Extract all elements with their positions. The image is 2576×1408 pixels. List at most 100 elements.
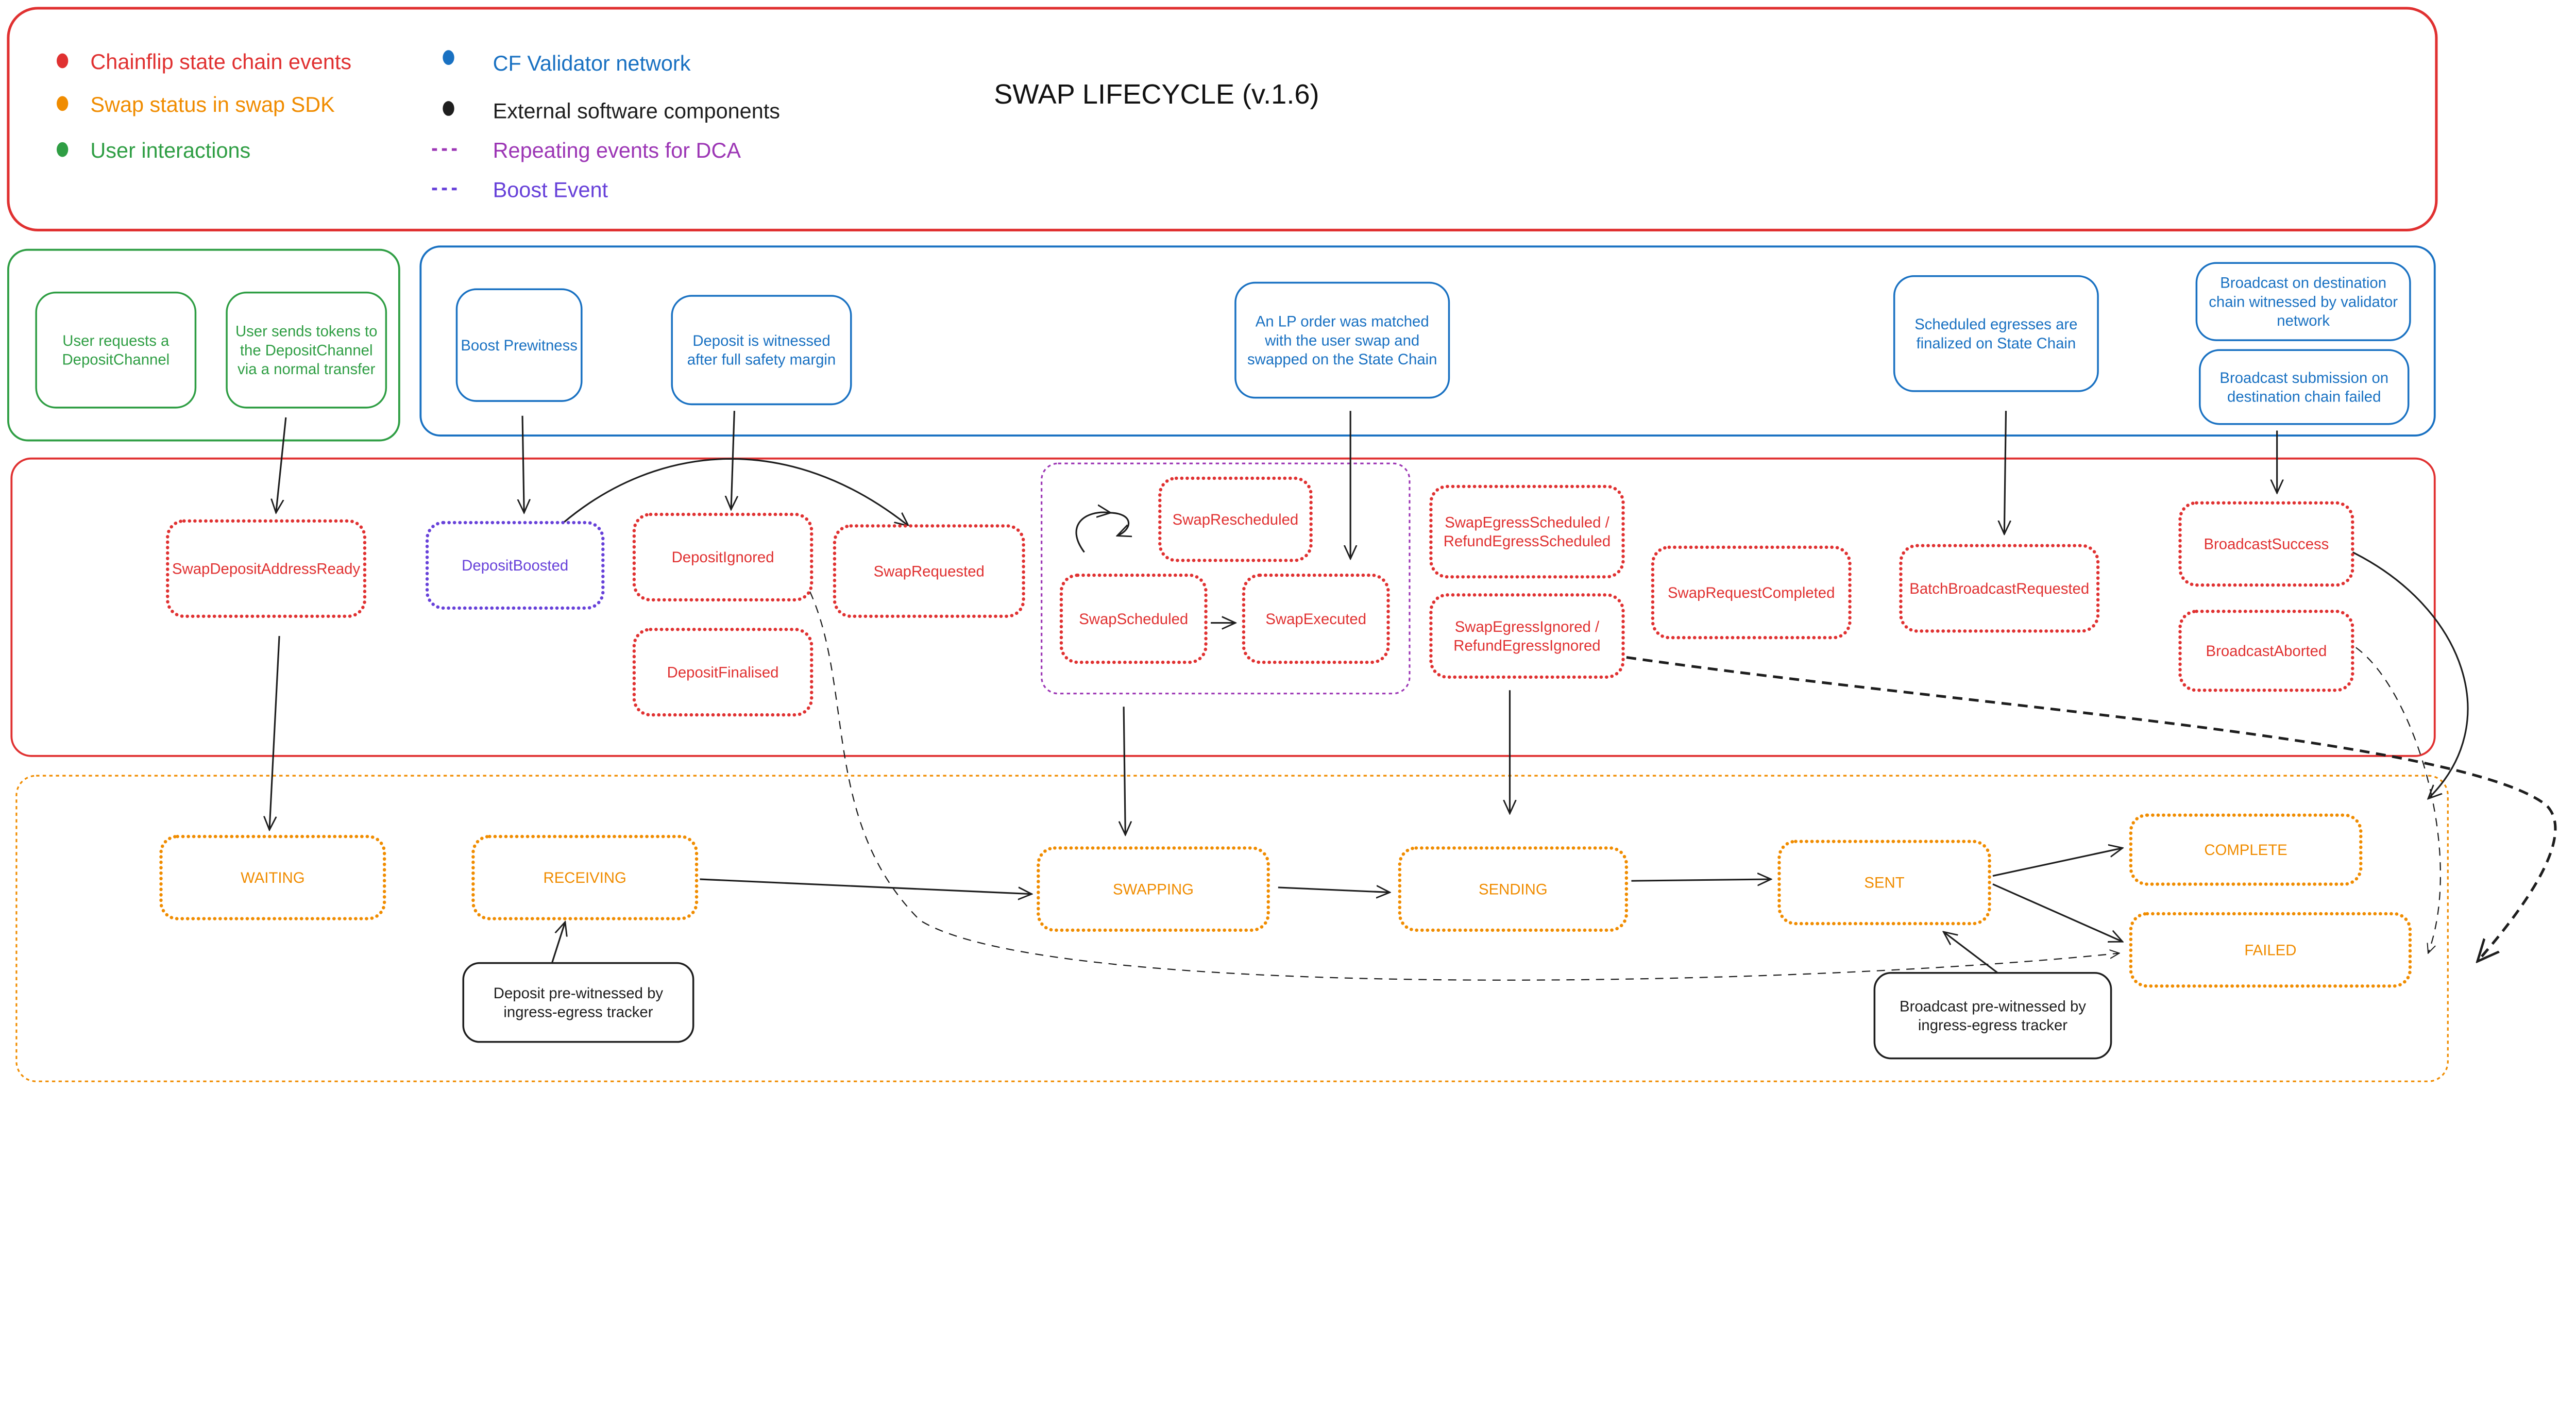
flow-arrow bbox=[731, 411, 734, 509]
node-box bbox=[1873, 971, 2112, 1060]
flow-arrow bbox=[1631, 879, 1771, 881]
flow-arrow bbox=[563, 458, 909, 526]
node-box bbox=[2129, 912, 2412, 988]
node-box bbox=[1429, 593, 1625, 679]
node-label: swapped on the State Chain bbox=[1247, 351, 1437, 368]
deposit-ignored-node: DepositIgnored bbox=[632, 512, 814, 602]
waiting-node: WAITING bbox=[159, 834, 386, 920]
node-label: RefundEgressIgnored bbox=[1453, 638, 1600, 655]
node-label: Broadcast on destination bbox=[2220, 275, 2386, 292]
swapping-node: SWAPPING bbox=[1037, 846, 1270, 932]
node-label: SwapRescheduled bbox=[1173, 511, 1299, 528]
node-label: after full safety margin bbox=[687, 351, 836, 368]
node-box bbox=[1651, 545, 1852, 640]
diagram-title: SWAP LIFECYCLE (v.1.6) bbox=[994, 79, 1319, 110]
node-label: BatchBroadcastRequested bbox=[1909, 580, 2089, 597]
node-label: SwapEgressScheduled / bbox=[1445, 514, 1609, 531]
legend-item: User interactions bbox=[57, 138, 250, 162]
deposit-boosted-node: DepositBoosted bbox=[425, 521, 605, 610]
node-label: RECEIVING bbox=[544, 869, 626, 886]
receiving-node: RECEIVING bbox=[471, 834, 699, 920]
node-box bbox=[1234, 281, 1450, 399]
broadcast-aborted-node: BroadcastAborted bbox=[2178, 610, 2354, 692]
flow-arrow bbox=[1626, 656, 2557, 962]
legend-item: Boost Event bbox=[432, 178, 608, 202]
flow-arrow bbox=[1075, 512, 1111, 553]
node-label: Broadcast pre-witnessed by bbox=[1900, 998, 2086, 1015]
node-label: DepositChannel bbox=[62, 351, 170, 368]
node-label: BroadcastSuccess bbox=[2204, 536, 2329, 553]
flow-arrow bbox=[700, 878, 1031, 894]
node-label: DepositFinalised bbox=[667, 664, 779, 681]
node-label: SwapExecuted bbox=[1265, 611, 1366, 628]
node-box bbox=[632, 628, 814, 717]
sent-node: SENT bbox=[1777, 840, 1991, 926]
legend-label: User interactions bbox=[90, 138, 250, 162]
swap-request-completed-node: SwapRequestCompleted bbox=[1651, 545, 1852, 640]
node-label: Scheduled egresses are bbox=[1914, 316, 2077, 333]
flow-arrow bbox=[269, 635, 280, 830]
node-box bbox=[226, 291, 387, 409]
legend-item: External software components bbox=[443, 99, 780, 123]
node-label: chain witnessed by validator bbox=[2209, 293, 2398, 310]
node-label: SENDING bbox=[1479, 881, 1548, 898]
node-box bbox=[1037, 846, 1270, 932]
legend-label: Chainflip state chain events bbox=[90, 49, 351, 74]
node-label: finalized on State Chain bbox=[1916, 335, 2076, 352]
node-label: FAILED bbox=[2244, 942, 2296, 959]
batch-broadcast-requested-node: BatchBroadcastRequested bbox=[1899, 544, 2100, 633]
flow-arrow bbox=[276, 417, 287, 513]
node-box bbox=[1242, 573, 1390, 664]
node-box bbox=[1893, 275, 2099, 392]
flow-arrow bbox=[2004, 411, 2006, 534]
flow-arrow bbox=[1124, 707, 1125, 835]
flow-arrow bbox=[2352, 551, 2469, 798]
node-box bbox=[2178, 501, 2354, 587]
swap-requested-node: SwapRequested bbox=[833, 524, 1025, 618]
swap-rescheduled-node: SwapRescheduled bbox=[1158, 476, 1313, 562]
node-label: SwapRequested bbox=[874, 563, 985, 580]
flow-arrow bbox=[1943, 932, 1998, 974]
node-label: the DepositChannel bbox=[240, 342, 373, 359]
complete-node: COMPLETE bbox=[2129, 813, 2363, 886]
node-label: COMPLETE bbox=[2204, 842, 2287, 859]
legend-item: Repeating events for DCA bbox=[432, 138, 741, 162]
legend-item: CF Validator network bbox=[443, 50, 691, 75]
node-box bbox=[1158, 476, 1313, 562]
state-chain-events-group bbox=[10, 457, 2436, 757]
swap-egress-ignored-node: SwapEgressIgnored /RefundEgressIgnored bbox=[1429, 593, 1625, 679]
node-label: via a normal transfer bbox=[238, 361, 376, 378]
node-box bbox=[671, 295, 852, 406]
node-box bbox=[159, 834, 386, 920]
boost-prewitness-node: Boost Prewitness bbox=[455, 288, 583, 402]
legend-dot-icon bbox=[443, 101, 454, 116]
legend-label: Boost Event bbox=[493, 178, 608, 202]
node-label: Broadcast submission on bbox=[2219, 370, 2388, 387]
node-label: An LP order was matched bbox=[1256, 313, 1429, 330]
node-box bbox=[833, 524, 1025, 618]
node-box bbox=[632, 512, 814, 602]
node-box bbox=[35, 291, 197, 409]
node-label: User sends tokens to bbox=[235, 323, 377, 340]
node-label: DepositBoosted bbox=[462, 557, 568, 574]
flow-arrow bbox=[1992, 848, 2123, 877]
swap-scheduled-node: SwapScheduled bbox=[1059, 573, 1208, 664]
legend-dot-icon bbox=[57, 142, 69, 157]
egress-finalized-node: Scheduled egresses are finalized on State… bbox=[1893, 275, 2099, 392]
node-box bbox=[455, 288, 583, 402]
node-label: DepositIgnored bbox=[672, 549, 774, 566]
node-box bbox=[2199, 349, 2410, 425]
legend-item: Chainflip state chain events bbox=[57, 49, 351, 74]
broadcast-prewitnessed-node: Broadcast pre-witnessed byingress-egress… bbox=[1873, 971, 2112, 1060]
broadcast-success-node: BroadcastSuccess bbox=[2178, 501, 2354, 587]
legend-label: CF Validator network bbox=[493, 51, 691, 75]
swap-deposit-address-ready-node: SwapDepositAddressReady bbox=[166, 519, 367, 618]
node-box bbox=[166, 519, 367, 618]
node-label: Deposit pre-witnessed by bbox=[494, 985, 664, 1002]
